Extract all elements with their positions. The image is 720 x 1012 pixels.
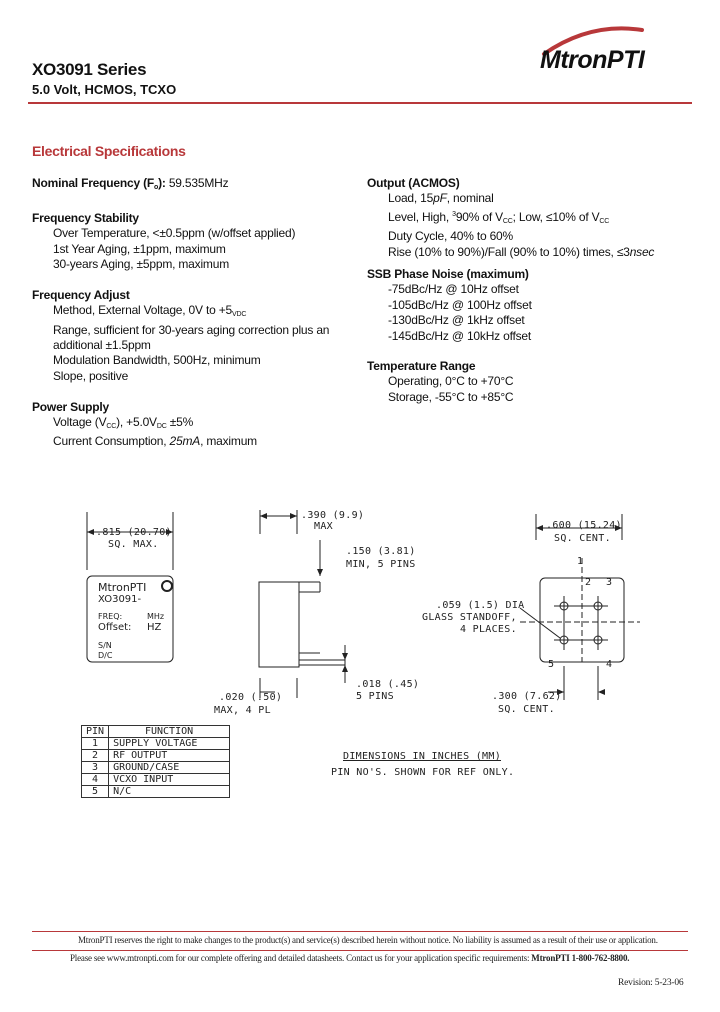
spec-line: Modulation Bandwidth, 500Hz, minimum — [53, 353, 261, 368]
spec-line: Rise (10% to 90%)/Fall (90% to 10%) time… — [388, 244, 655, 259]
table-cell: SUPPLY VOLTAGE — [108, 737, 231, 750]
top-view-dim: .815 (20.70) — [96, 527, 172, 538]
bottom-dim-outer: .600 (15.24) — [546, 520, 622, 531]
table-header: PIN — [80, 725, 110, 738]
phase-noise-heading: SSB Phase Noise (maximum) — [367, 267, 529, 282]
table-cell: GROUND/CASE — [108, 761, 231, 774]
footer-rule — [32, 931, 688, 932]
spec-line: Slope, positive — [53, 368, 129, 383]
pkg-unit-mhz: MHz — [147, 612, 165, 621]
table-cell: 5 — [80, 785, 110, 798]
side-dim-pin-dia: .018 (.45) — [356, 679, 420, 690]
spec-line: -130dBc/Hz @ 1kHz offset — [388, 313, 525, 328]
frequency-adjust-heading: Frequency Adjust — [32, 287, 130, 302]
header-rule — [28, 102, 692, 104]
side-dim-standoff-note: MAX, 4 PL — [214, 705, 271, 716]
table-cell: RF OUTPUT — [108, 749, 231, 762]
pin-one-marker-icon — [161, 580, 173, 592]
bottom-dim-inner: .300 (7.62) — [492, 691, 562, 702]
temperature-heading: Temperature Range — [367, 359, 476, 374]
top-view-dim-note: SQ. MAX. — [108, 539, 159, 550]
logo-arc-icon — [542, 26, 644, 56]
standoff-note-2: GLASS STANDOFF, — [422, 612, 517, 623]
pkg-brand: MtronPTI — [98, 581, 147, 594]
pin-number: 1 — [577, 556, 584, 567]
table-cell: VCXO INPUT — [108, 773, 231, 786]
frequency-stability-heading: Frequency Stability — [32, 210, 139, 225]
spec-line: 1st Year Aging, ±1ppm, maximum — [53, 241, 226, 256]
spec-line: Storage, -55°C to +85°C — [388, 389, 514, 404]
table-cell: 4 — [80, 773, 110, 786]
section-title: Electrical Specifications — [32, 143, 186, 159]
footer-disclaimer: MtronPTI reserves the right to make chan… — [78, 935, 658, 945]
bottom-dim-outer-note: SQ. CENT. — [554, 533, 611, 544]
spec-line: Level, High, 390% of VCC; Low, ≤10% of V… — [388, 209, 610, 225]
pin-number: 2 — [585, 577, 592, 588]
spec-line: Load, 15pF, nominal — [388, 191, 494, 206]
side-dim-pin-dia-note: 5 PINS — [356, 691, 394, 702]
pkg-offset: Offset: — [98, 622, 132, 633]
document-title: XO3091 Series — [32, 60, 147, 79]
table-cell: 1 — [80, 737, 110, 750]
pkg-datecode: D/C — [98, 651, 113, 660]
power-supply-heading: Power Supply — [32, 399, 109, 414]
spec-line: -105dBc/Hz @ 100Hz offset — [388, 297, 532, 312]
dimensions-note: DIMENSIONS IN INCHES (MM) — [343, 751, 502, 762]
pkg-serial: S/N — [98, 641, 112, 650]
side-dim-height: .390 (9.9) — [301, 510, 365, 521]
spec-line: -145dBc/Hz @ 10kHz offset — [388, 328, 532, 343]
mechanical-drawing — [86, 510, 640, 700]
spec-column-left: Nominal Frequency (Fo): 59.535MHz Freque… — [32, 176, 352, 450]
spec-line: Over Temperature, <±0.5ppm (w/offset app… — [53, 226, 296, 241]
pkg-part: XO3091- — [98, 594, 142, 605]
side-dim-pin-length: .150 (3.81) — [346, 546, 416, 557]
spec-line: Operating, 0°C to +70°C — [388, 374, 514, 389]
standoff-note-3: 4 PLACES. — [460, 624, 517, 635]
spec-line: additional ±1.5ppm — [53, 338, 151, 353]
pkg-freq: FREQ: — [98, 612, 123, 621]
bottom-dim-inner-note: SQ. CENT. — [498, 704, 555, 715]
spec-line: Duty Cycle, 40% to 60% — [388, 229, 513, 244]
table-cell: 3 — [80, 761, 110, 774]
spec-column-right: Output (ACMOS) Load, 15pF, nominal Level… — [367, 176, 697, 405]
pin-ref-note: PIN NO'S. SHOWN FOR REF ONLY. — [331, 767, 515, 778]
spec-line: Method, External Voltage, 0V to +5VDC — [53, 303, 247, 319]
spec-line: Voltage (VCC), +5.0VDC ±5% — [53, 415, 194, 431]
pin-number: 3 — [606, 577, 613, 588]
pkg-unit-hz: HZ — [147, 622, 162, 633]
spec-line: 30-years Aging, ±5ppm, maximum — [53, 257, 229, 272]
pin-number: 4 — [606, 659, 613, 670]
revision-date: Revision: 5-23-06 — [618, 978, 684, 988]
document-subtitle: 5.0 Volt, HCMOS, TCXO — [32, 82, 177, 97]
spec-line: Range, sufficient for 30-years aging cor… — [53, 322, 330, 337]
spec-line: Current Consumption, 25mA, maximum — [53, 434, 257, 449]
footer-contact: Please see www.mtronpti.com for our comp… — [70, 953, 630, 963]
spec-line: -75dBc/Hz @ 10Hz offset — [388, 282, 519, 297]
table-header-row: PIN FUNCTION — [80, 725, 231, 738]
table-cell: 2 — [80, 749, 110, 762]
company-logo: MtronPTI — [540, 46, 645, 74]
output-heading: Output (ACMOS) — [367, 176, 460, 190]
footer-rule — [32, 950, 688, 951]
pin-number: 5 — [548, 659, 555, 670]
table-header: FUNCTION — [108, 725, 231, 738]
standoff-note-1: .059 (1.5) DIA — [436, 600, 525, 611]
nominal-frequency: Nominal Frequency (Fo): 59.535MHz — [32, 176, 229, 191]
table-cell: N/C — [108, 785, 231, 798]
side-dim-height-note: MAX — [314, 521, 333, 532]
side-dim-pin-length-note: MIN, 5 PINS — [346, 559, 416, 570]
side-dim-standoff: .020 (.50) — [219, 692, 283, 703]
